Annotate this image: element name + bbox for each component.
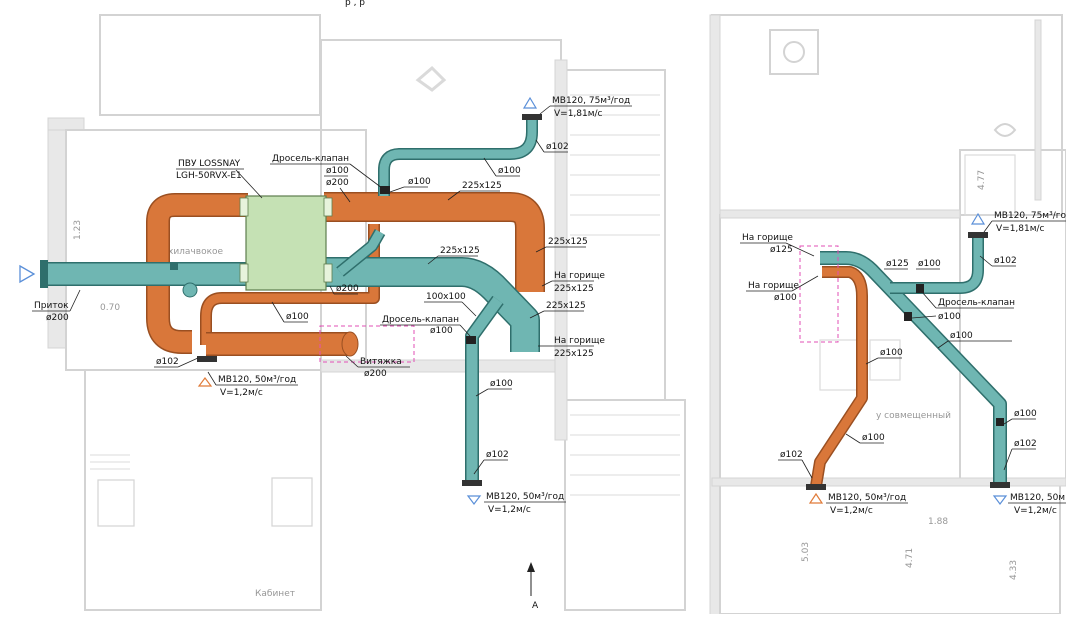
label-d102-bottom: ø102 (486, 450, 509, 460)
label-d100-mid: ø100 (430, 326, 453, 336)
r-label-mb-top-1: МВ120, 75м³/год (994, 211, 1066, 221)
r-label-d100-b: ø100 (938, 312, 961, 322)
label-na-gorische-2b: 225x125 (554, 349, 594, 359)
right-terminal-right (990, 482, 1010, 488)
label-225-d: 225x125 (546, 301, 586, 311)
intake-arrow-icon (19, 264, 36, 284)
right-damper-a (916, 284, 924, 293)
r-label-d100-c: ø100 (950, 331, 973, 341)
label-d102-left: ø102 (156, 357, 179, 367)
terminal-bottom (462, 480, 482, 486)
label-225-a: 225x125 (462, 181, 502, 191)
r-label-d100-d: ø100 (880, 348, 903, 358)
damper-top (380, 186, 390, 194)
right-terminal-left (806, 484, 826, 490)
r-label-mb-right-1: МВ120, 50м (1010, 493, 1065, 503)
label-d100-top: ø100 (498, 166, 521, 176)
damper-mid (466, 336, 476, 344)
bg-dim-left-2: 0.70 (100, 303, 120, 313)
background-dimensions: 1.23 0.70 хилачвокое Кабинет 4.77 1.88 5… (73, 170, 1019, 599)
r-label-na-gorische-1b: ø125 (770, 245, 793, 255)
label-225-b: 225x125 (548, 237, 588, 247)
bg-dim-right-2: 1.88 (928, 517, 948, 527)
right-marker-right-icon (992, 495, 1008, 505)
left-plan-labels: ПВУ LOSSNAY LGH-50RVX-E1 Дросель-клапан … (32, 96, 632, 611)
r-label-d100-e: ø100 (1014, 409, 1037, 419)
label-pvu-1: ПВУ LOSSNAY (178, 159, 241, 169)
exhaust-frame (319, 325, 415, 363)
label-mb-bottom-2: V=1,2м/с (488, 505, 531, 515)
right-frame (799, 245, 839, 343)
label-pritok-1: Приток (34, 301, 69, 311)
top-clipped-text: р , р (345, 0, 365, 8)
right-marker-top-icon (970, 212, 986, 225)
label-mb-left-2: V=1,2м/с (220, 388, 263, 398)
label-drossel-top: Дросель-клапан (272, 154, 349, 164)
marker-top-icon (522, 96, 538, 109)
terminal-top (522, 114, 542, 120)
bg-dim-left-1: 1.23 (73, 220, 83, 240)
right-plan-labels: На горище ø125 На горище ø100 ø125 ø100 … (740, 211, 1066, 516)
marker-left-icon (197, 377, 213, 387)
label-d102-top: ø102 (546, 142, 569, 152)
r-label-mb-left-1: МВ120, 50м³/год (828, 493, 906, 503)
label-pvu-2: LGH-50RVX-E1 (176, 171, 242, 181)
label-drossel-mid: Дросель-клапан (382, 315, 459, 325)
bg-room-name-right: у совмещенный (876, 411, 951, 421)
r-label-drossel: Дросель-клапан (938, 298, 1015, 308)
section-arrow-icon (527, 562, 535, 572)
r-label-d100-a: ø100 (918, 259, 941, 269)
right-damper-b (904, 312, 912, 321)
label-mb-bottom-1: МВ120, 50м³/год (486, 492, 564, 502)
right-marker-left-icon (808, 492, 824, 504)
label-mb-top-2: V=1,81м/с (554, 109, 603, 119)
bg-dim-right-1: 4.77 (977, 170, 987, 190)
r-label-d102-mid: ø102 (1014, 439, 1037, 449)
label-d200-a: ø200 (326, 178, 349, 188)
bg-dim-right-3: 5.03 (801, 542, 811, 562)
bg-room-name-1: хилачвокое (168, 247, 224, 257)
label-na-gorische-1b: 225x125 (554, 284, 594, 294)
bg-dim-right-4: 4.71 (905, 548, 915, 568)
label-100x100: 100x100 (426, 292, 466, 302)
bg-dim-right-5: 4.33 (1009, 560, 1019, 580)
r-label-d100-f: ø100 (862, 433, 885, 443)
label-d100-vert: ø100 (490, 379, 513, 389)
label-vitiazhka-2: ø200 (364, 369, 387, 379)
r-label-d102-left: ø102 (780, 450, 803, 460)
r-label-mb-right-2: V=1,2м/с (1014, 506, 1057, 516)
r-label-na-gorische-2b: ø100 (774, 293, 797, 303)
r-label-mb-top-2: V=1,81м/с (996, 224, 1045, 234)
r-label-d125: ø125 (886, 259, 909, 269)
bg-room-name-2: Кабинет (255, 589, 295, 599)
label-na-gorische-1a: На горище (554, 271, 605, 281)
right-terminal-top (968, 232, 988, 238)
label-d100-b: ø100 (408, 177, 431, 187)
r-label-d102-top: ø102 (994, 256, 1017, 266)
label-d200-mid: ø200 (336, 284, 359, 294)
terminal-left (197, 356, 217, 362)
label-mb-left-1: МВ120, 50м³/год (218, 375, 296, 385)
r-label-na-gorische-1a: На горище (742, 233, 793, 243)
label-na-gorische-2a: На горище (554, 336, 605, 346)
label-section-a: А (532, 601, 539, 611)
label-pritok-2: ø200 (46, 313, 69, 323)
label-225-c: 225x125 (440, 246, 480, 256)
label-mb-top-1: МВ120, 75м³/год (552, 96, 630, 106)
r-label-na-gorische-2a: На горище (748, 281, 799, 291)
marker-bottom-icon (466, 495, 482, 505)
r-label-mb-left-2: V=1,2м/с (830, 506, 873, 516)
left-plan-ducts (19, 96, 545, 505)
right-plan-ducts (799, 212, 1010, 505)
pvu-unit (245, 195, 327, 291)
label-d100-a: ø100 (326, 166, 349, 176)
label-d100-left: ø100 (286, 312, 309, 322)
label-vitiazhka-1: Витяжка (360, 357, 402, 367)
